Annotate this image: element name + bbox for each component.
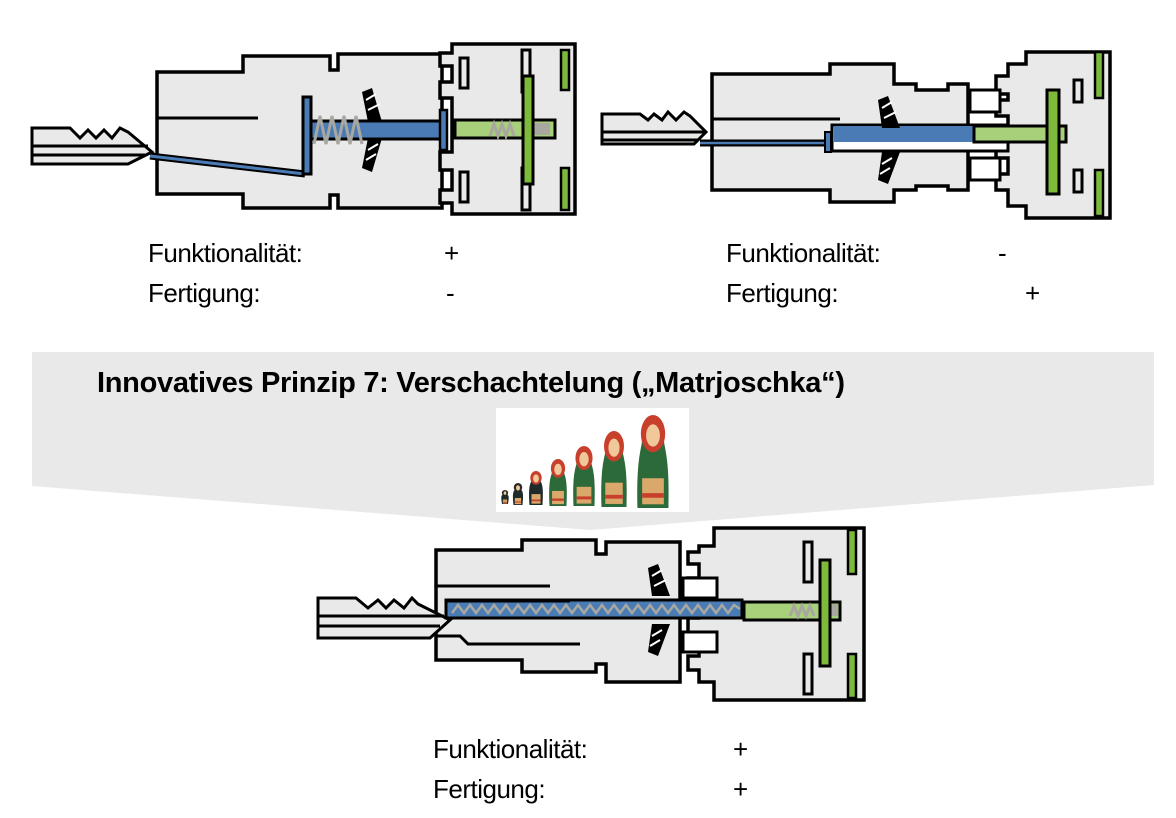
seal-upper [878,96,900,128]
seal-upper [648,564,670,596]
rating-label: Fertigung: [148,278,261,308]
matryoshka-doll [601,431,627,507]
spring-wave [451,602,741,616]
rating-value: - [998,238,1007,268]
seal-upper [362,88,382,122]
rating-variant-2: Funktionalität: - Fertigung: + [726,233,1056,313]
key [30,126,155,166]
matryoshka-doll [637,415,669,508]
seal-lower [878,152,900,184]
seal-lower [648,624,670,656]
lock-diagram-variant-3 [316,526,866,702]
rating-label: Funktionalität: [148,238,303,268]
key [316,595,453,640]
key [600,109,709,146]
rating-label: Fertigung: [433,774,546,804]
matryoshka-doll [549,459,567,506]
rating-row: Fertigung: + [433,769,763,809]
matryoshka-doll [512,483,524,505]
seal-lower [362,138,382,172]
rating-value: + [733,774,748,804]
rating-value: + [1025,278,1040,308]
rating-row: Fertigung: - [148,273,478,313]
rating-row: Fertigung: + [726,273,1056,313]
rating-row: Funktionalität: - [726,233,1056,273]
rating-label: Fertigung: [726,278,839,308]
rating-variant-3: Funktionalität: + Fertigung: + [433,729,763,809]
matryoshka-doll [501,490,509,504]
lock-diagram-variant-2 [600,50,1112,220]
rating-variant-1: Funktionalität: + Fertigung: - [148,233,478,313]
rating-row: Funktionalität: + [433,729,763,769]
doll-set [501,415,669,508]
rating-label: Funktionalität: [433,734,588,764]
rating-label: Funktionalität: [726,238,881,268]
rating-row: Funktionalität: + [148,233,478,273]
principle-title: Innovatives Prinzip 7: Verschachtelung (… [97,367,845,399]
rating-value: + [444,238,459,268]
matryoshka-doll [529,471,543,505]
lock-diagram-variant-1 [30,42,577,216]
rating-value: - [446,278,455,308]
rating-value: + [733,734,748,764]
matryoshka-doll [573,446,595,506]
matryoshka-image [496,408,689,512]
